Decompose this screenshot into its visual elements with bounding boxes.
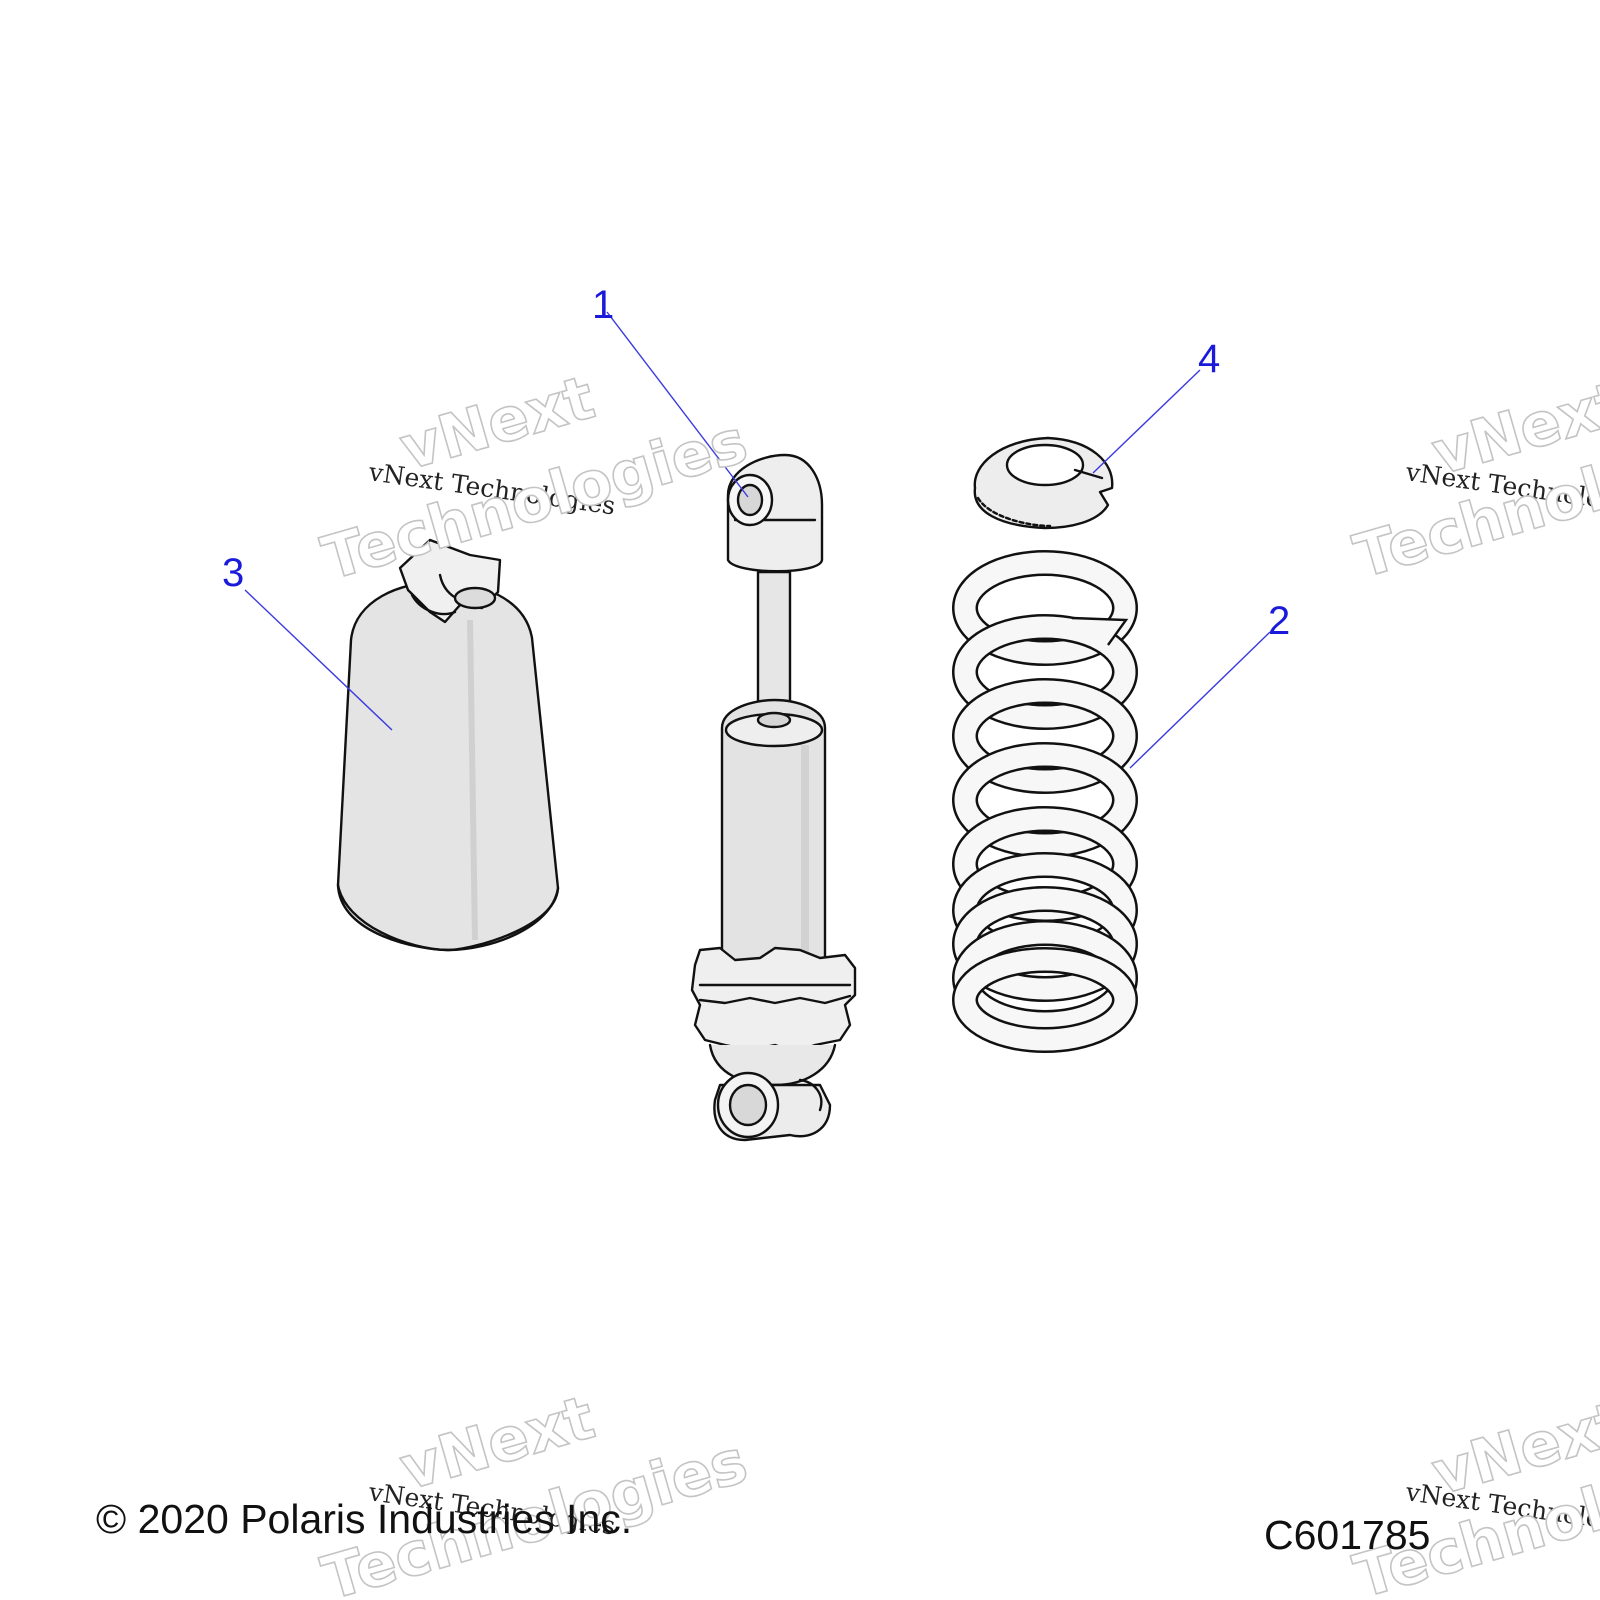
leader-line-3: [244, 589, 393, 731]
callout-2: 2: [1268, 599, 1290, 643]
figure-id: C601785: [1264, 1512, 1431, 1558]
callout-4: 4: [1198, 337, 1220, 381]
watermark-center: vNext Technologies vNext Technologies: [314, 362, 756, 595]
leader-line-2: [1129, 631, 1271, 769]
callout-1: 1: [592, 283, 614, 327]
leader-line-4: [1092, 369, 1201, 474]
watermark-bottom-right: vNext Technologies vNext Technologies: [1346, 1387, 1600, 1600]
coil-spring[interactable]: [952, 550, 1138, 1053]
leader-lines: [244, 311, 1271, 769]
watermark-right: vNext Technologies vNext Technologies: [1346, 367, 1600, 593]
leader-line-1: [606, 311, 749, 498]
watermark-bottom-center: vNext Technologies vNext Technologies: [314, 1382, 756, 1600]
spring-retainer[interactable]: [973, 436, 1114, 530]
shock-cover-boot[interactable]: [336, 538, 560, 952]
callout-3: 3: [222, 551, 244, 595]
shock-absorber[interactable]: [690, 453, 857, 1142]
copyright-text: © 2020 Polaris Industries Inc.: [96, 1496, 633, 1542]
